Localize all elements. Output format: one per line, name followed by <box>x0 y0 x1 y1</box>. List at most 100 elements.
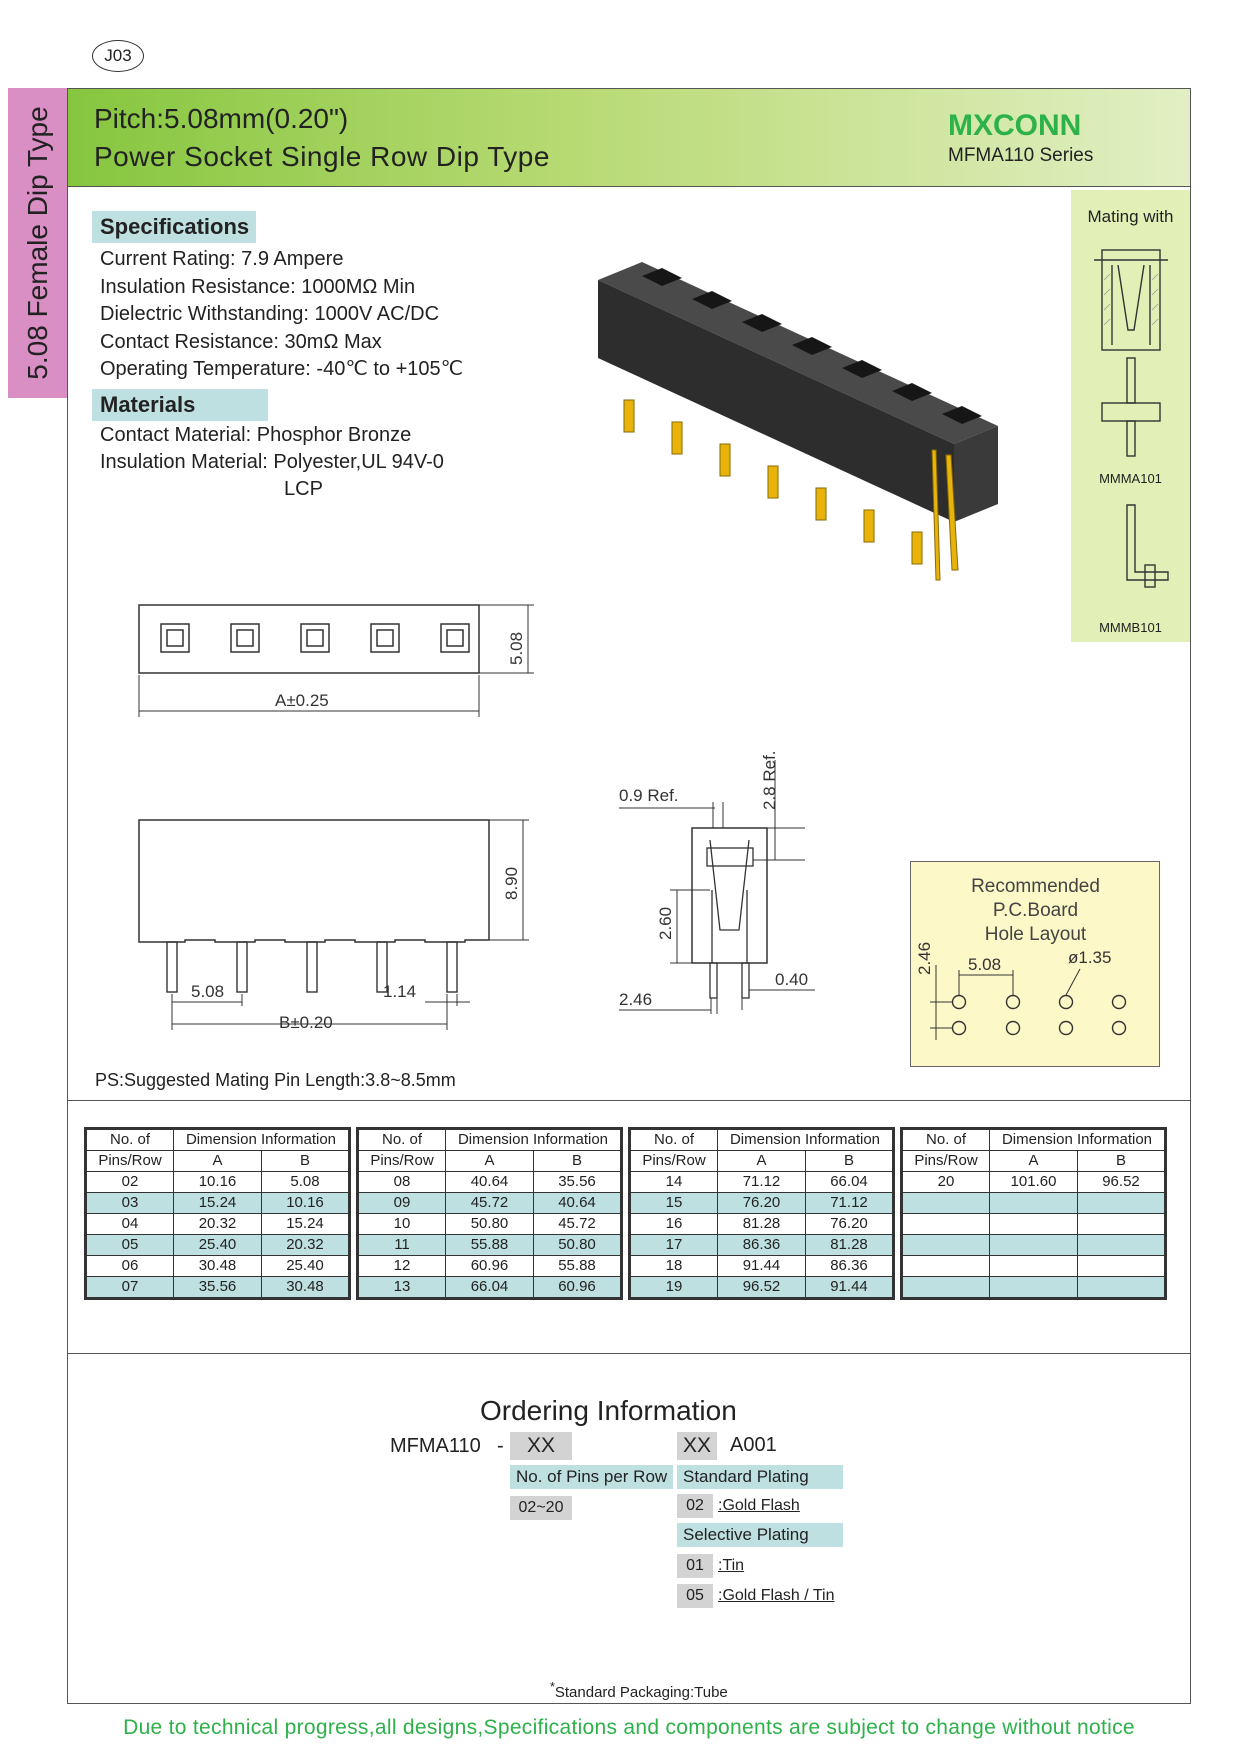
table-row <box>901 1192 1166 1214</box>
pins-cell: 08 <box>357 1171 446 1193</box>
brand-logo-text: MXCONN <box>948 109 1082 142</box>
pins-cell <box>901 1213 990 1235</box>
dim-side-height: 2.60 <box>656 907 675 940</box>
dim-a-cell: 71.12 <box>717 1171 806 1193</box>
ordering-selective-code-2: 05 <box>677 1584 713 1608</box>
mating-title: Mating with <box>1087 207 1174 226</box>
dim-a-cell: 35.56 <box>173 1276 262 1299</box>
page-code-badge: J03 <box>92 40 144 72</box>
pcb-title-line2: Hole Layout <box>984 924 1087 945</box>
section-divider <box>68 1100 1190 1101</box>
dim-b-cell: 20.32 <box>261 1234 350 1256</box>
dim-a-cell: 91.44 <box>717 1255 806 1277</box>
dim-b-cell: 81.28 <box>805 1234 894 1256</box>
pins-cell: 19 <box>629 1276 718 1299</box>
col-a-header: A <box>173 1150 262 1172</box>
dim-a-cell <box>989 1213 1078 1235</box>
spec-contact-resistance: Contact Resistance: 30mΩ Max <box>100 330 382 353</box>
series-name: MFMA110 Series <box>948 145 1094 166</box>
col-dimension-header: Dimension Information <box>717 1128 894 1151</box>
mating-parts-drawing <box>1094 249 1169 588</box>
pcb-layout-panel <box>910 861 1160 1067</box>
front-view-drawing: 8.90 5.08 1.14 B±0.20 <box>138 819 529 1032</box>
pins-cell: 06 <box>85 1255 174 1277</box>
ordering-pins-range: 02~20 <box>510 1496 572 1520</box>
title-product: Power Socket Single Row Dip Type <box>94 141 550 172</box>
pcb-layout-title: Recommended P.C.Board Hole Layout <box>928 875 1143 947</box>
header-band: Pitch:5.08mm(0.20") Power Socket Single … <box>68 89 1190 187</box>
col-b-header: B <box>1077 1150 1166 1172</box>
ordering-selective-desc-2: :Gold Flash / Tin <box>718 1587 835 1604</box>
dim-a-cell: 66.04 <box>445 1276 534 1299</box>
col-dimension-header: Dimension Information <box>173 1128 350 1151</box>
side-tab-label: 5.08 Female Dip Type <box>22 106 53 380</box>
pins-cell: 14 <box>629 1171 718 1193</box>
dim-a-cell: 81.28 <box>717 1213 806 1235</box>
pins-cell: 07 <box>85 1276 174 1299</box>
ordering-selective-label: Selective Plating <box>677 1523 843 1547</box>
dim-top-length: A±0.25 <box>275 691 329 710</box>
col-a-header: A <box>717 1150 806 1172</box>
pins-cell <box>901 1276 990 1299</box>
col-a-header: A <box>445 1150 534 1172</box>
dim-a-cell: 25.40 <box>173 1234 262 1256</box>
dim-b-cell <box>1077 1192 1166 1214</box>
pins-cell: 17 <box>629 1234 718 1256</box>
dim-a-cell: 76.20 <box>717 1192 806 1214</box>
side-view-drawing: 0.9 Ref. 2.8 Ref. 2.60 2.46 0.40 <box>619 750 815 1014</box>
dim-side-pin: 0.40 <box>775 970 808 989</box>
dim-b-cell: 66.04 <box>805 1171 894 1193</box>
dim-side-top: 0.9 Ref. <box>619 786 679 805</box>
packaging-note: *Standard Packaging:Tube <box>550 1680 728 1701</box>
material-contact: Contact Material: Phosphor Bronze <box>100 424 412 446</box>
dim-b-cell: 96.52 <box>1077 1171 1166 1193</box>
dim-front-height: 8.90 <box>502 867 521 900</box>
spec-dielectric: Dielectric Withstanding: 1000V AC/DC <box>100 303 440 325</box>
material-insulation-alt: LCP <box>284 478 323 500</box>
dim-b-cell <box>1077 1213 1166 1235</box>
pins-cell: 03 <box>85 1192 174 1214</box>
specifications-list: Current Rating: 7.9 Ampere Insulation Re… <box>100 246 463 384</box>
dim-a-cell <box>989 1276 1078 1299</box>
dim-b-cell: 10.16 <box>261 1192 350 1214</box>
material-insulation: Insulation Material: Polyester,UL 94V-0 <box>100 451 444 473</box>
table-row <box>901 1276 1166 1299</box>
dim-a-cell: 86.36 <box>717 1234 806 1256</box>
col-b-header: B <box>261 1150 350 1172</box>
pins-cell: 04 <box>85 1213 174 1235</box>
pins-cell: 15 <box>629 1192 718 1214</box>
dim-b-cell: 15.24 <box>261 1213 350 1235</box>
dim-a-cell <box>989 1234 1078 1256</box>
dim-side-ref: 2.8 Ref. <box>760 750 779 810</box>
packaging-asterisk: * <box>550 1680 555 1694</box>
pins-cell: 10 <box>357 1213 446 1235</box>
pins-cell: 20 <box>901 1171 990 1193</box>
col-pins-header-2: Pins/Row <box>901 1150 990 1172</box>
dim-a-cell <box>989 1192 1078 1214</box>
packaging-text: Standard Packaging:Tube <box>554 1684 728 1701</box>
change-notice: Due to technical progress,all designs,Sp… <box>123 1716 1135 1739</box>
table-row <box>901 1234 1166 1256</box>
product-3d-render <box>598 262 998 581</box>
dim-front-pin: 1.14 <box>383 982 416 1001</box>
dim-b-cell: 50.80 <box>533 1234 622 1256</box>
dim-a-cell: 96.52 <box>717 1276 806 1299</box>
pcb-hole-drawing: 2.46 5.08 ø1.35 <box>915 942 1127 1040</box>
dim-b-cell: 55.88 <box>533 1255 622 1277</box>
pins-cell: 09 <box>357 1192 446 1214</box>
section-divider <box>68 1353 1190 1354</box>
mating-panel <box>1071 190 1190 642</box>
ordering-pins-box: XX <box>510 1432 572 1460</box>
